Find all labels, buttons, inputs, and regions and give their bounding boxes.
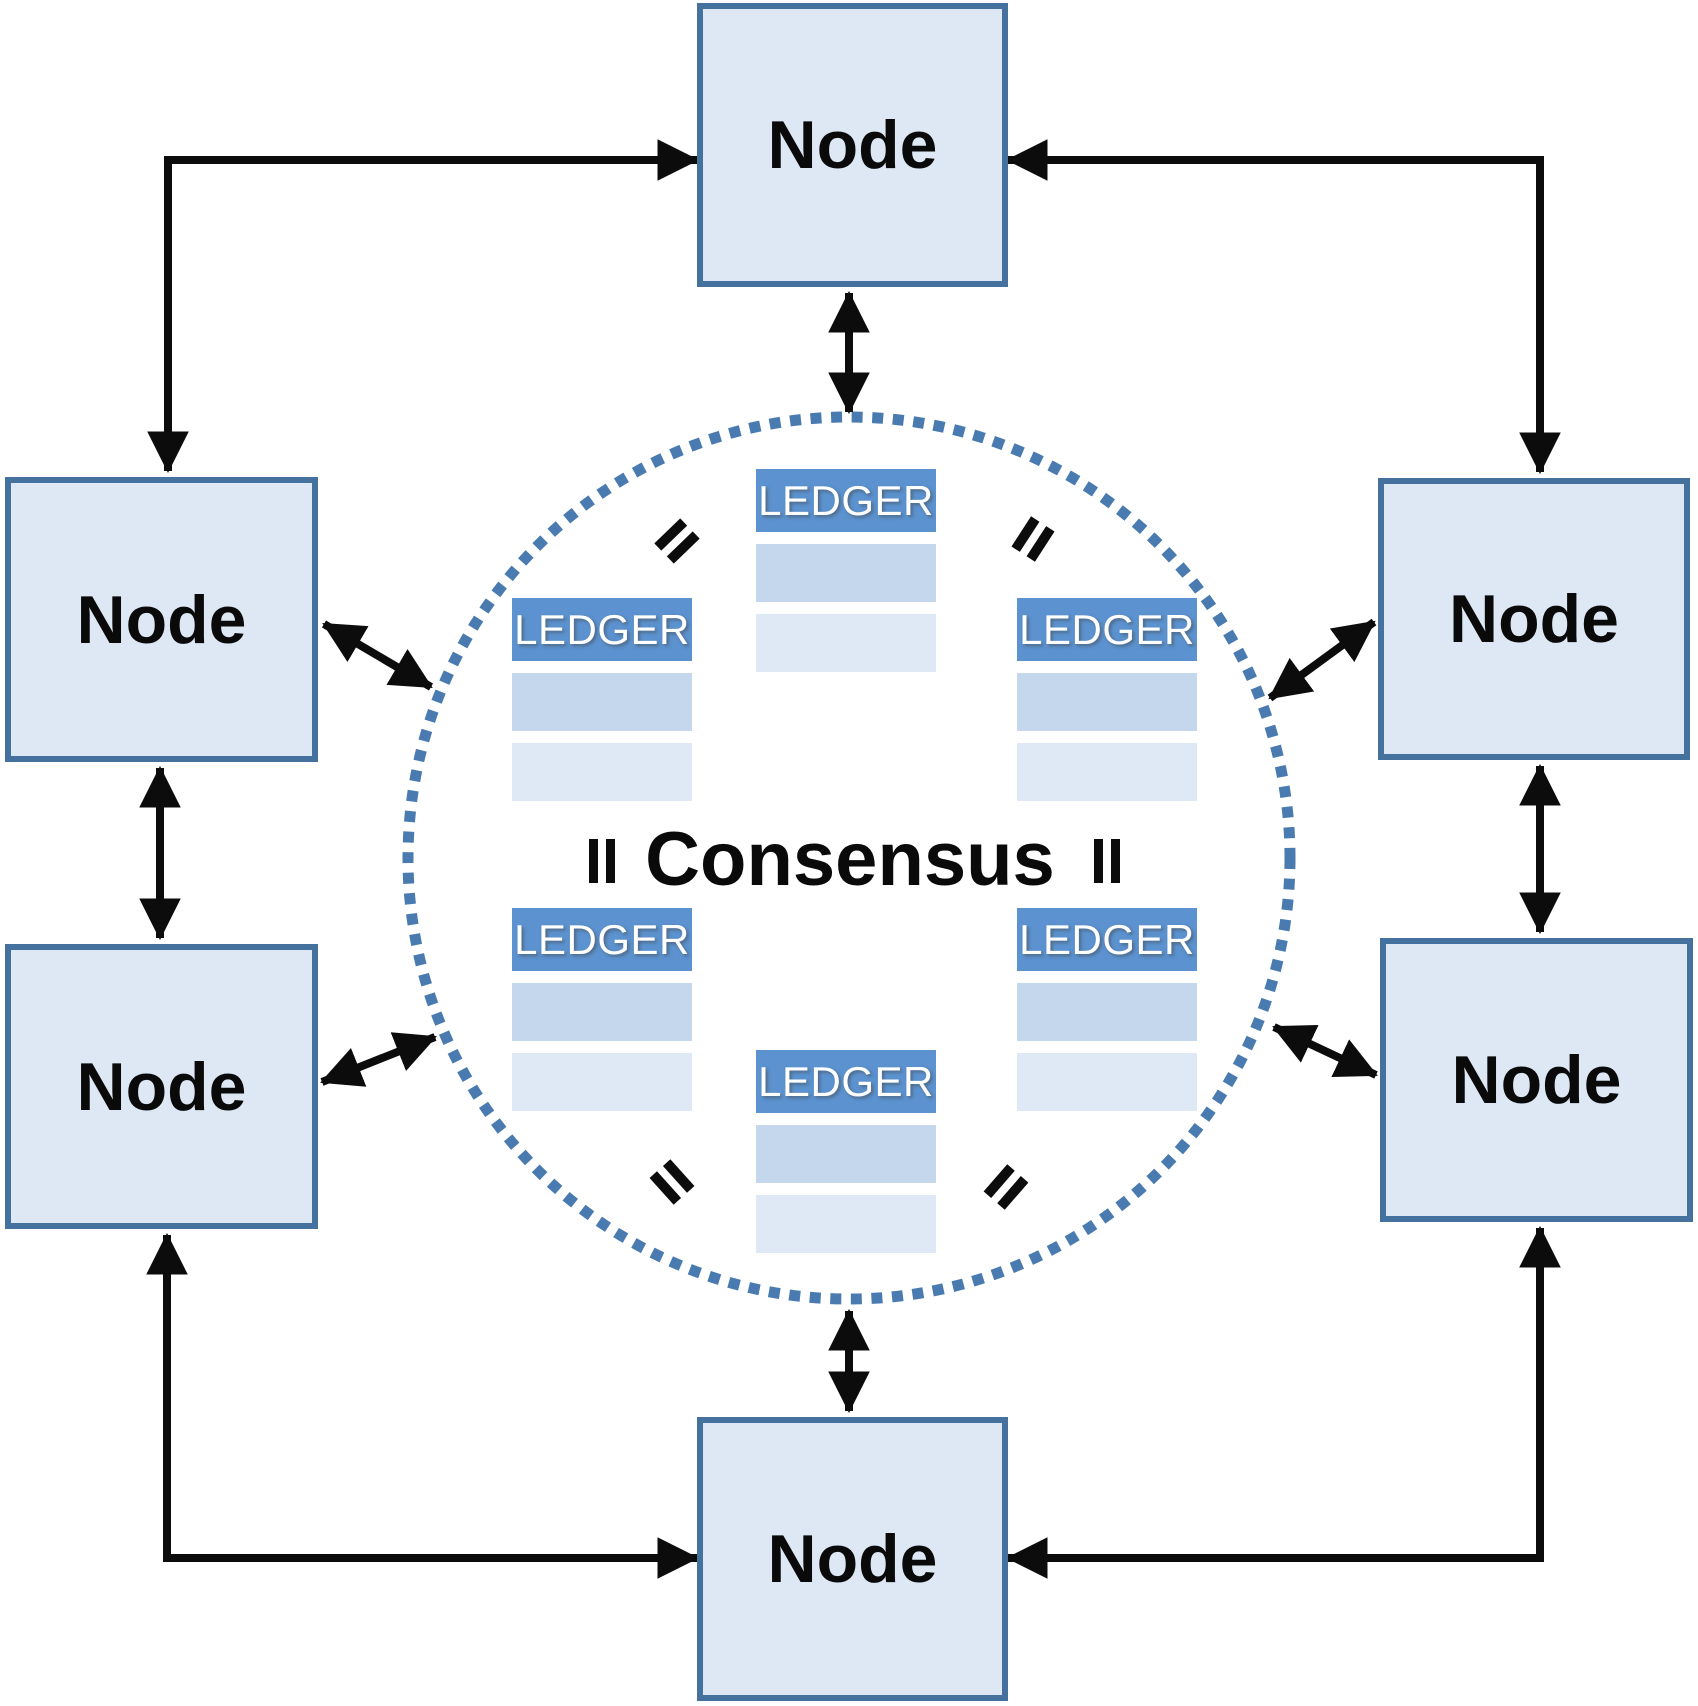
node-box-left-upper: Node — [5, 477, 318, 762]
arrow-bottomnode-leftlower-corner — [146, 1232, 700, 1579]
arrow-rightupper-consensus — [1267, 618, 1377, 702]
node-box-top: Node — [697, 3, 1008, 287]
ledger-row — [756, 1195, 936, 1253]
ledger-row — [1017, 743, 1197, 801]
ledger-table-lower-right: LEDGER — [1017, 908, 1197, 1111]
node-label: Node — [1449, 581, 1619, 657]
ledger-row — [756, 544, 936, 602]
node-box-bottom: Node — [697, 1417, 1008, 1701]
ledger-row — [1017, 983, 1197, 1041]
ledger-table-upper-right: LEDGER — [1017, 598, 1197, 801]
equals-icon — [589, 839, 615, 883]
equals-bar — [606, 839, 615, 883]
ledger-row — [512, 983, 692, 1041]
equals-bar — [589, 839, 598, 883]
ledger-header: LEDGER — [1017, 598, 1197, 661]
node-box-left-lower: Node — [5, 944, 318, 1229]
ledger-row — [756, 614, 936, 672]
ledger-row — [1017, 1053, 1197, 1111]
ledger-row — [1017, 673, 1197, 731]
equals-bar — [1111, 839, 1120, 883]
node-label: Node — [76, 581, 247, 658]
consensus-boundary-dotted-circle — [402, 411, 1296, 1305]
arrow-bottomnode-rightlower-corner — [1005, 1225, 1561, 1579]
ledger-row — [512, 1053, 692, 1111]
node-label: Node — [767, 107, 938, 183]
ledger-table-lower-left: LEDGER — [512, 908, 692, 1111]
ledger-row — [756, 1125, 936, 1183]
arrow-leftlower-consensus — [320, 1032, 437, 1087]
ledger-table-bottom-center: LEDGER — [756, 1050, 936, 1253]
ledger-row — [512, 673, 692, 731]
node-label: Node — [1451, 1042, 1622, 1118]
consensus-label: Consensus — [645, 817, 1055, 902]
node-label: Node — [767, 1521, 938, 1597]
ledger-table-upper-left: LEDGER — [512, 598, 692, 801]
ledger-row — [512, 743, 692, 801]
arrow-rightlower-consensus — [1272, 1023, 1378, 1079]
ledger-header: LEDGER — [512, 908, 692, 971]
ledger-header: LEDGER — [756, 1050, 936, 1113]
ledger-header: LEDGER — [1017, 908, 1197, 971]
equals-icon — [1094, 839, 1120, 883]
ledger-table-top-center: LEDGER — [756, 469, 936, 672]
node-label: Node — [76, 1048, 247, 1125]
equals-bar — [1094, 839, 1103, 883]
arrow-topnode-rightupper-corner — [1005, 139, 1561, 475]
arrow-topnode-leftupper-corner — [147, 139, 700, 474]
arrow-leftupper-consensus — [321, 620, 434, 691]
ledger-header: LEDGER — [756, 469, 936, 532]
node-box-right-upper: Node — [1378, 478, 1690, 760]
ledger-header: LEDGER — [512, 598, 692, 661]
node-box-right-lower: Node — [1380, 938, 1693, 1222]
